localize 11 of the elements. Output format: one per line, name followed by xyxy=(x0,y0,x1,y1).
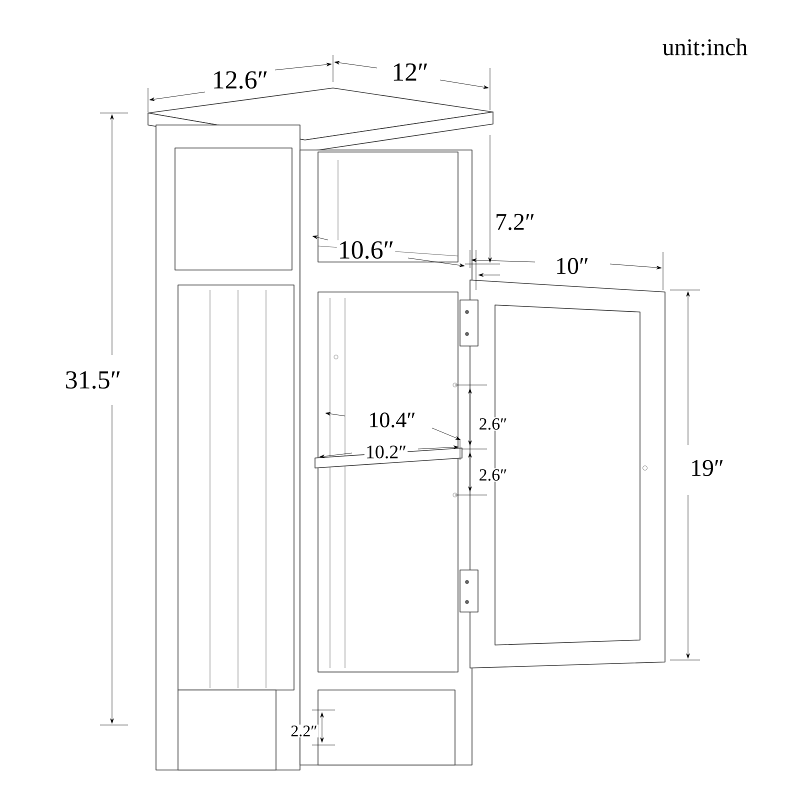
dimension-label: 7.2″ xyxy=(494,212,536,232)
dimension-label: 10.6″ xyxy=(336,240,396,260)
dimension-label: 10.4″ xyxy=(367,412,417,428)
dimension-label: 12.6″ xyxy=(210,70,270,90)
dimension-label: 10″ xyxy=(554,256,590,276)
dimension-label: 12″ xyxy=(390,62,430,82)
dimension-label: 10.2″ xyxy=(364,444,408,460)
dimension-label: 2.2″ xyxy=(290,724,318,738)
dimension-label: unit:inch xyxy=(661,38,749,56)
dimension-label: 31.5″ xyxy=(64,370,122,390)
dimension-label: 19″ xyxy=(689,458,725,478)
